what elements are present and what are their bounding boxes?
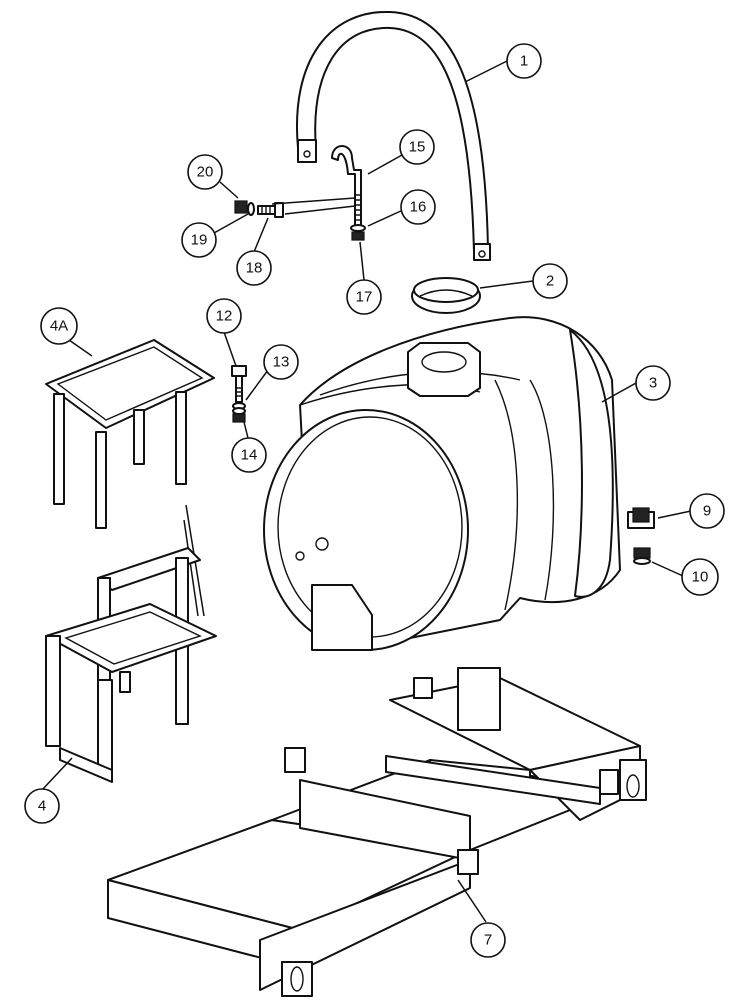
callout-20-label: 20 <box>197 164 214 181</box>
callout-10-label: 10 <box>692 569 709 586</box>
tank-cap <box>411 277 481 314</box>
drain-plug <box>633 547 651 565</box>
tank-strap <box>296 10 491 261</box>
bolt-18 <box>257 202 284 218</box>
callout-13: 13 <box>263 344 299 380</box>
callout-2-label: 2 <box>546 273 554 290</box>
j-bolt <box>331 145 362 229</box>
tank <box>263 316 621 651</box>
base-frame <box>107 667 647 997</box>
callout-18-label: 18 <box>246 260 263 277</box>
callout-9-label: 9 <box>703 503 711 520</box>
callout-1-label: 1 <box>520 53 528 70</box>
callout-10: 10 <box>681 558 719 596</box>
callout-4-label: 4 <box>38 798 46 815</box>
callout-17: 17 <box>346 279 382 315</box>
callout-12: 12 <box>206 298 242 334</box>
stand-4 <box>45 547 217 783</box>
stand-4a <box>45 339 215 529</box>
callout-9: 9 <box>689 493 725 529</box>
callout-12-label: 12 <box>216 308 233 325</box>
leader-bolt-strap <box>271 197 356 215</box>
washer-13 <box>232 402 246 415</box>
callout-14: 14 <box>231 437 267 473</box>
washer-16 <box>350 224 366 232</box>
callout-15: 15 <box>399 129 435 165</box>
callout-4a-label: 4A <box>50 318 68 335</box>
callout-4: 4 <box>24 788 60 824</box>
washer-19 <box>247 202 255 216</box>
callout-1: 1 <box>506 43 542 79</box>
callout-3-label: 3 <box>649 375 657 392</box>
callout-13-label: 13 <box>273 354 290 371</box>
callout-18: 18 <box>236 250 272 286</box>
callout-19: 19 <box>181 222 217 258</box>
callout-14-label: 14 <box>241 447 258 464</box>
nut-14 <box>232 413 246 423</box>
nut-20 <box>234 200 248 214</box>
callout-17-label: 17 <box>356 289 373 306</box>
callout-7-label: 7 <box>484 932 492 949</box>
callout-16-label: 16 <box>410 199 427 216</box>
callout-15-label: 15 <box>409 139 426 156</box>
nut-17 <box>351 231 365 241</box>
callout-3: 3 <box>635 365 671 401</box>
callout-7: 7 <box>470 922 506 958</box>
drain-fitting <box>627 507 655 529</box>
callout-4a: 4A <box>40 307 78 345</box>
callout-20: 20 <box>187 154 223 190</box>
leader-lines <box>41 60 692 923</box>
callout-2: 2 <box>532 263 568 299</box>
callout-16: 16 <box>400 189 436 225</box>
callout-19-label: 19 <box>191 232 208 249</box>
bolt-12 <box>231 365 247 403</box>
